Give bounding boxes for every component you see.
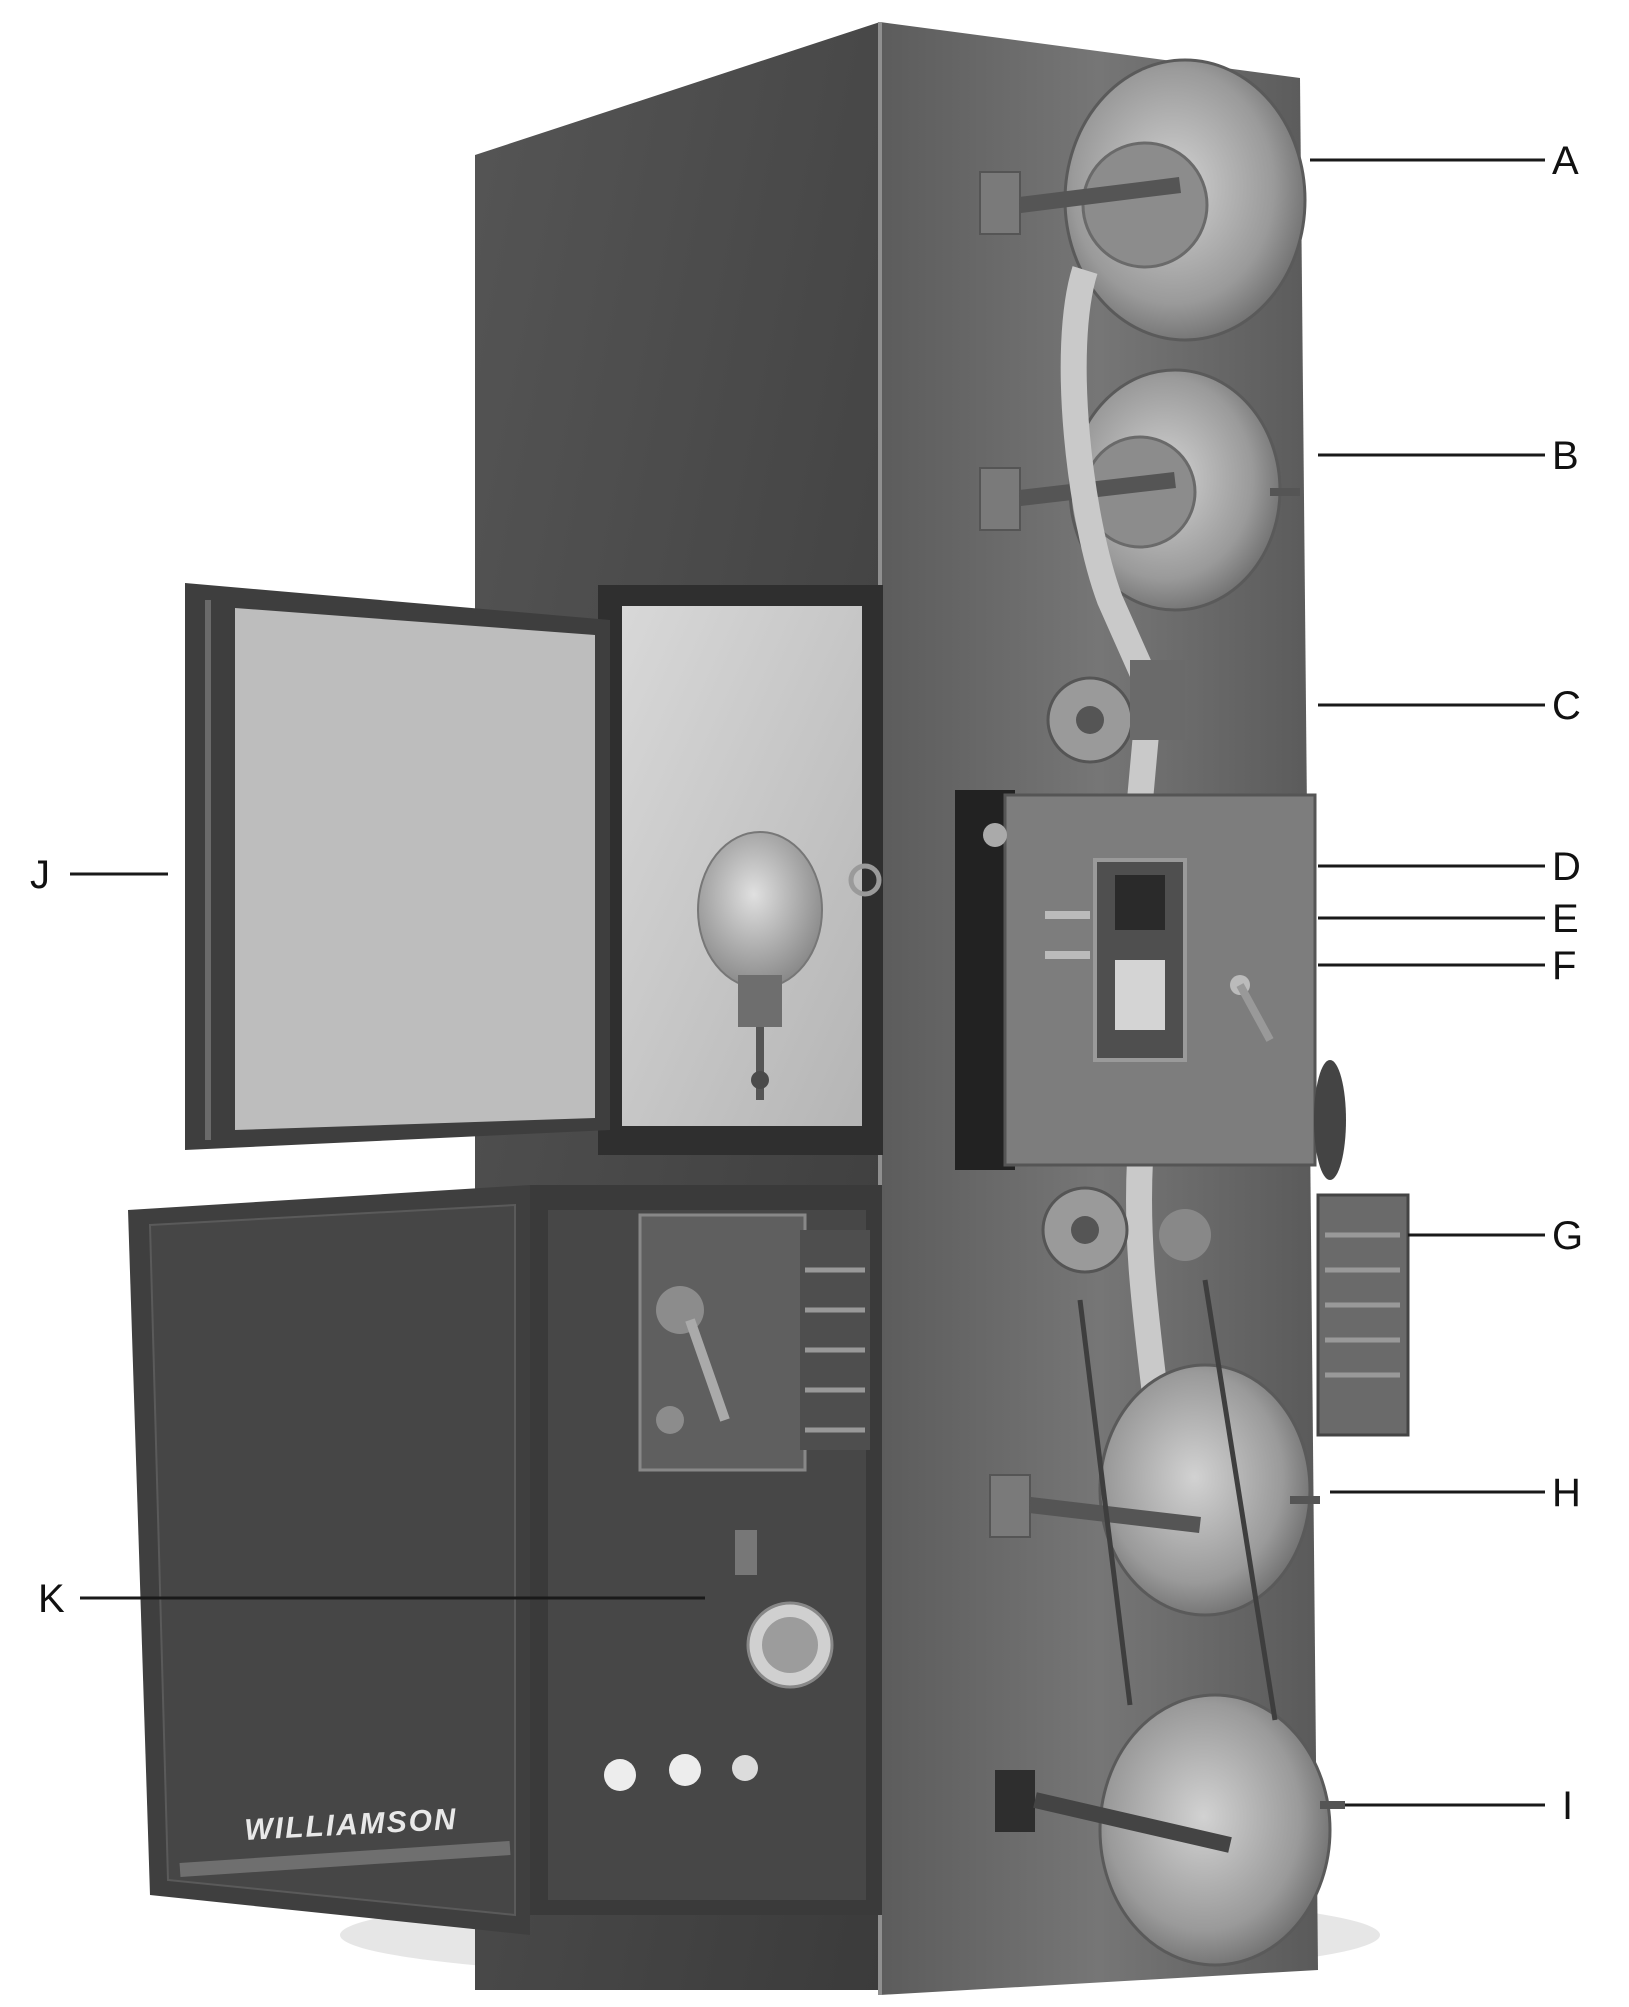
takeup-reel-upper	[989, 1363, 1320, 1617]
lamp-bulb	[697, 831, 823, 1100]
svg-text:A: A	[1552, 139, 1579, 183]
shutter-housing	[1314, 1060, 1410, 1437]
upper-door	[185, 583, 610, 1150]
svg-text:D: D	[1552, 845, 1581, 889]
svg-text:F: F	[1552, 944, 1576, 988]
svg-text:B: B	[1552, 434, 1579, 478]
lower-sprocket	[1041, 1186, 1211, 1274]
drive-belt	[1077, 1299, 1133, 1706]
vent-hole	[732, 1755, 758, 1781]
svg-text:G: G	[1552, 1214, 1583, 1258]
callout-c: C	[1318, 684, 1581, 728]
callout-a: A	[1310, 139, 1579, 183]
callout-g: G	[1408, 1214, 1583, 1258]
callout-e: E	[1318, 897, 1579, 941]
svg-text:K: K	[38, 1577, 65, 1621]
takeup-reel-lower	[995, 1693, 1345, 1967]
top-feed-reel	[979, 58, 1307, 342]
svg-text:J: J	[30, 853, 50, 897]
callout-b: B	[1318, 434, 1579, 478]
svg-text:I: I	[1562, 1784, 1573, 1828]
fuse-rosette	[735, 1530, 834, 1689]
svg-text:C: C	[1552, 684, 1581, 728]
lower-door: WILLIAMSON	[128, 1185, 530, 1935]
vent-hole	[669, 1754, 701, 1786]
callout-d: D	[1318, 845, 1581, 889]
resistance-panel	[638, 1213, 870, 1472]
callout-h: H	[1330, 1471, 1581, 1515]
svg-text:H: H	[1552, 1471, 1581, 1515]
callout-f: F	[1318, 944, 1576, 988]
second-reel	[979, 368, 1300, 612]
vent-hole	[604, 1759, 636, 1791]
svg-text:E: E	[1552, 897, 1579, 941]
callout-i: I	[1345, 1784, 1573, 1828]
mechanism-housing	[955, 790, 1317, 1170]
door-latch	[848, 863, 882, 897]
callout-j: J	[30, 853, 168, 897]
upper-sprocket	[1046, 660, 1185, 764]
callout-k: K	[38, 1577, 705, 1621]
drive-belt	[1202, 1279, 1278, 1721]
